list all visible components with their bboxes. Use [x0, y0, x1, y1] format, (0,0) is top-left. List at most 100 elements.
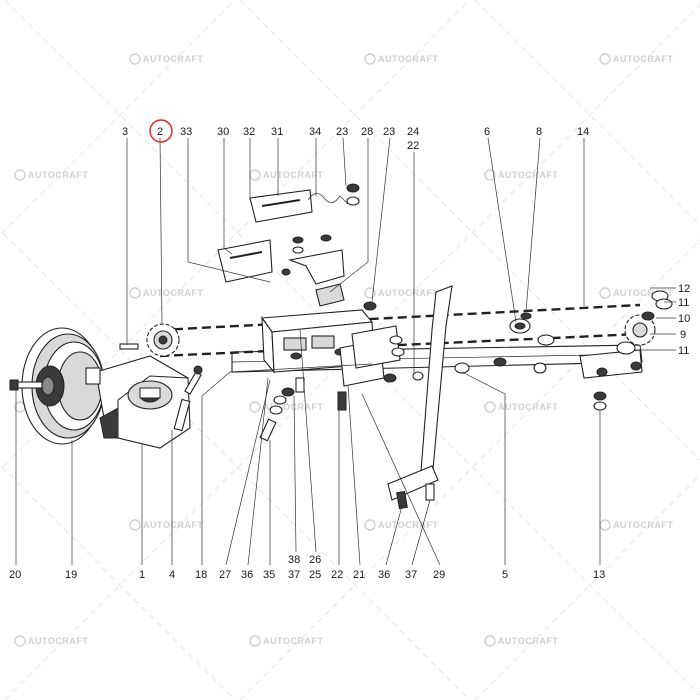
- callout-top-2: 2: [157, 126, 163, 138]
- callout-bottom-18: 18: [195, 569, 207, 581]
- callout-bottom-21: 21: [353, 569, 365, 581]
- callout-bottom-25: 25: [309, 569, 321, 581]
- callout-top-6: 6: [484, 126, 490, 138]
- bracket-28: [287, 249, 345, 307]
- watermark-icon: [14, 169, 26, 181]
- watermark-icon: [364, 519, 376, 531]
- nut-stack-23: [363, 301, 424, 383]
- highlight-circle: [149, 119, 173, 143]
- watermark-text: AUTOCRAFT: [613, 288, 673, 298]
- callout-bottom-37b: 37: [405, 569, 417, 581]
- watermark-icon: [484, 635, 496, 647]
- callout-top-22: 22: [407, 140, 419, 152]
- pin-3: [119, 343, 139, 350]
- watermark-text: AUTOCRAFT: [498, 636, 558, 646]
- watermark-logo: AUTOCRAFT: [249, 401, 323, 413]
- callout-bottom-1: 1: [139, 569, 145, 581]
- watermark-icon: [599, 519, 611, 531]
- watermark-logo: AUTOCRAFT: [599, 53, 673, 65]
- callout-top-30: 30: [217, 126, 229, 138]
- watermark-text: AUTOCRAFT: [378, 288, 438, 298]
- callout-labels: 3 2 33 30 32 31 34 23 28 23 24 22 6 8 14…: [9, 126, 690, 581]
- watermark-text: AUTOCRAFT: [378, 54, 438, 64]
- watermark-icon: [129, 287, 141, 299]
- tension-plate-30: [217, 239, 273, 283]
- bolt-20: [9, 379, 43, 391]
- nut-13: [593, 391, 607, 411]
- watermark-logo: AUTOCRAFT: [599, 519, 673, 531]
- watermark-text: AUTOCRAFT: [263, 170, 323, 180]
- callout-right-9: 9: [680, 329, 686, 341]
- callout-bottom-37a: 37: [288, 569, 300, 581]
- watermark-logo: AUTOCRAFT: [364, 287, 438, 299]
- callout-top-24: 24: [407, 126, 419, 138]
- callout-top-28: 28: [361, 126, 373, 138]
- side-plate-21: [339, 325, 401, 387]
- sprocket-9: [624, 311, 656, 346]
- tension-plate-31: [249, 189, 313, 223]
- callout-bottom-19: 19: [65, 569, 77, 581]
- callout-bottom-27: 27: [219, 569, 231, 581]
- watermark-icon: [249, 635, 261, 647]
- callout-bottom-29: 29: [433, 569, 445, 581]
- lever-arm: [387, 285, 453, 510]
- sprocket-2: [146, 323, 180, 357]
- watermark-icon: [484, 401, 496, 413]
- watermark-logo: AUTOCRAFT: [129, 53, 203, 65]
- callout-top-23b: 23: [383, 126, 395, 138]
- watermark-icon: [364, 287, 376, 299]
- callout-top-31: 31: [271, 126, 283, 138]
- watermark-icon: [249, 169, 261, 181]
- callout-bottom-36b: 36: [378, 569, 390, 581]
- watermark-logo: AUTOCRAFT: [484, 169, 558, 181]
- watermark-text: AUTOCRAFT: [28, 636, 88, 646]
- callout-top-23a: 23: [336, 126, 348, 138]
- callout-bottom-38: 38: [288, 554, 300, 566]
- watermark-icon: [249, 401, 261, 413]
- watermark-logo: AUTOCRAFT: [484, 635, 558, 647]
- watermark-icon: [599, 287, 611, 299]
- chain-lower: [159, 332, 641, 358]
- watermark-logo: AUTOCRAFT: [249, 169, 323, 181]
- watermark-icon: [599, 53, 611, 65]
- screw-18: [184, 365, 203, 395]
- watermark-text: AUTOCRAFT: [143, 520, 203, 530]
- watermark-text: AUTOCRAFT: [613, 520, 673, 530]
- watermark-logo: AUTOCRAFT: [129, 519, 203, 531]
- leader-lines: [15, 137, 676, 566]
- watermark-logo: AUTOCRAFT: [129, 287, 203, 299]
- watermark-logo: AUTOCRAFT: [364, 53, 438, 65]
- callout-bottom-20: 20: [9, 569, 21, 581]
- watermark-icon: [364, 53, 376, 65]
- watermark-icon: [14, 635, 26, 647]
- callout-top-14: 14: [577, 126, 589, 138]
- watermark-text: AUTOCRAFT: [263, 636, 323, 646]
- watermark-icon: [129, 519, 141, 531]
- parts-illustration: [9, 183, 673, 510]
- callout-top-34: 34: [309, 126, 321, 138]
- gearbox-1: [85, 355, 191, 449]
- watermark-text: AUTOCRAFT: [143, 54, 203, 64]
- callout-top-33: 33: [180, 126, 192, 138]
- callout-right-12: 12: [678, 283, 690, 295]
- callout-bottom-13: 13: [593, 569, 605, 581]
- sprocket-8: [509, 312, 532, 334]
- watermark-text: AUTOCRAFT: [143, 288, 203, 298]
- washers-11-12: [616, 290, 673, 355]
- callout-top-8: 8: [536, 126, 542, 138]
- watermark-logo: AUTOCRAFT: [484, 401, 558, 413]
- spring-34: [307, 193, 349, 205]
- watermark-logo: AUTOCRAFT: [364, 519, 438, 531]
- watermark-logo: AUTOCRAFT: [599, 287, 673, 299]
- chain-upper: [159, 303, 641, 332]
- watermark-logo: AUTOCRAFT: [14, 169, 88, 181]
- nut-23-top: [346, 183, 360, 206]
- watermark-text: AUTOCRAFT: [498, 170, 558, 180]
- callout-top-3: 3: [122, 126, 128, 138]
- callout-bottom-22: 22: [331, 569, 343, 581]
- watermark-text: AUTOCRAFT: [613, 54, 673, 64]
- callout-bottom-36a: 36: [241, 569, 253, 581]
- callout-right-10: 10: [678, 313, 690, 325]
- callout-bottom-35: 35: [263, 569, 275, 581]
